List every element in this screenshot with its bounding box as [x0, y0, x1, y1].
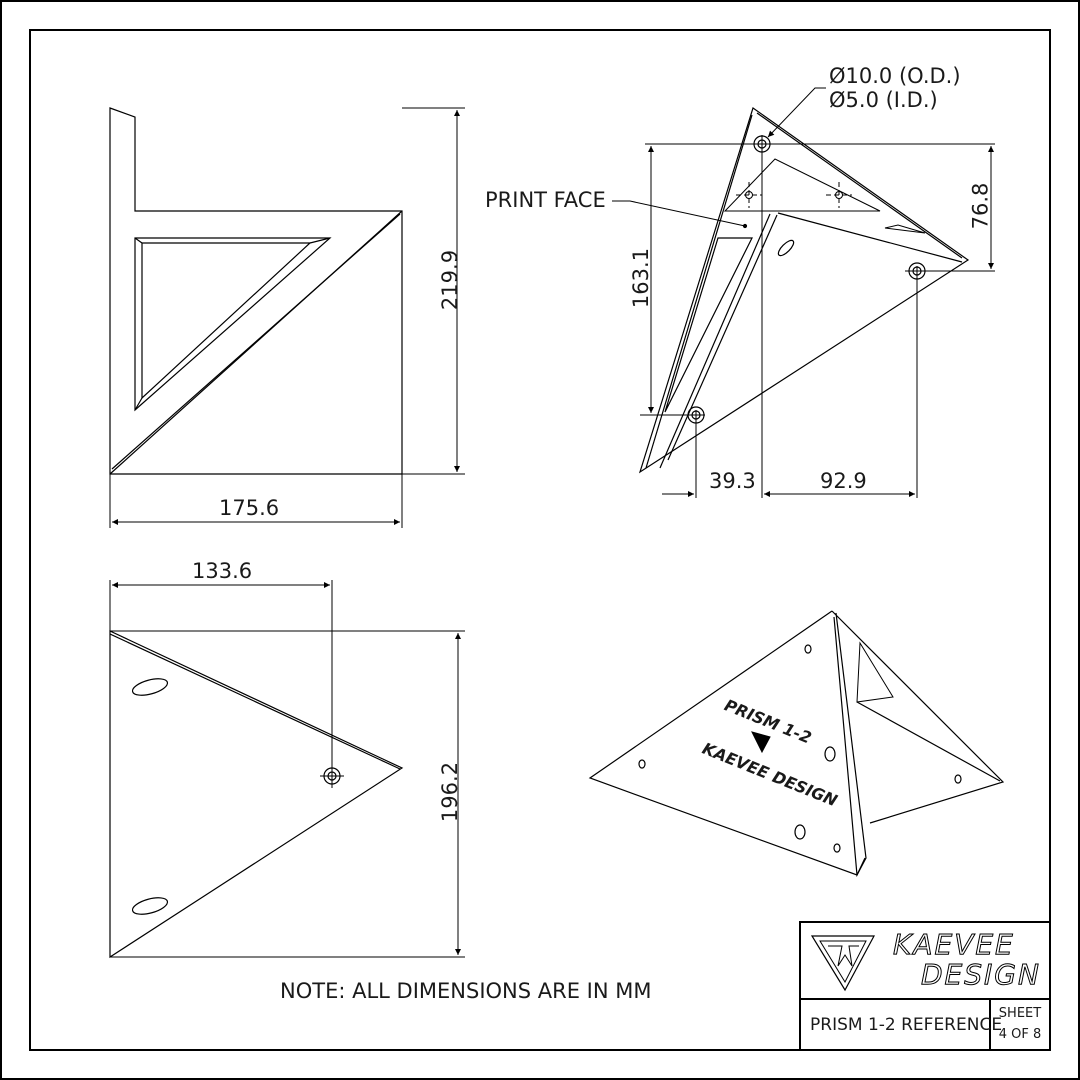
bottom-view: [109, 580, 465, 959]
drawing-title: PRISM 1-2 REFERENCE: [810, 1015, 1003, 1035]
front-view: [109, 107, 465, 528]
title-block: [799, 921, 1051, 1051]
top-right-right-height-dim: 76.8: [968, 182, 993, 230]
top-right-height-dim: 163.1: [629, 247, 654, 309]
inner-frame: [29, 29, 1051, 1051]
top-right-view: [612, 87, 995, 498]
left-offset-dim: 39.3: [709, 469, 756, 493]
isometric-view: [588, 610, 1005, 878]
sheet-number: 4 OF 8: [998, 1027, 1042, 1042]
dimensions-note: NOTE: ALL DIMENSIONS ARE IN MM: [280, 979, 652, 1003]
bottom-height-dim: 196.2: [438, 761, 463, 823]
sheet-label: SHEET: [998, 1006, 1042, 1021]
print-face-label: PRINT FACE: [485, 188, 606, 212]
hole-callout-od: Ø10.0 (O.D.): [829, 64, 961, 88]
company-name-line1: KAEVEE: [893, 928, 1015, 962]
company-name-line2: DESIGN: [921, 958, 1041, 992]
front-height-dim: 219.9: [438, 249, 463, 311]
hole-callout-id: Ø5.0 (I.D.): [829, 88, 938, 112]
bottom-offset-dim: 133.6: [192, 559, 253, 583]
right-offset-dim: 92.9: [820, 469, 867, 493]
front-width-dim: 175.6: [219, 496, 280, 520]
